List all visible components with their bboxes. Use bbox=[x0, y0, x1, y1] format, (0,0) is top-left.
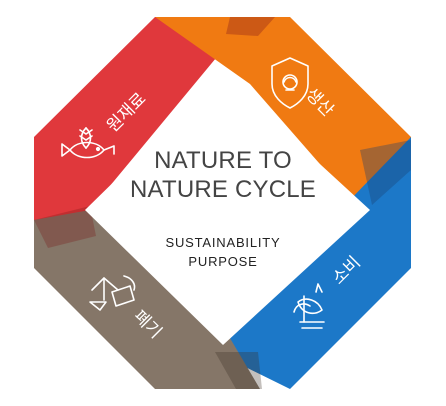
fold-shadow-bottom bbox=[215, 352, 262, 389]
segment-consumption bbox=[215, 137, 411, 389]
shield-leaf-icon bbox=[271, 57, 309, 109]
segment-production bbox=[155, 17, 411, 210]
fold-shadow-left bbox=[34, 206, 96, 248]
segment-raw-material bbox=[34, 17, 250, 248]
center-title: NATURE TO NATURE CYCLE bbox=[100, 146, 346, 204]
fold-shadow-top bbox=[226, 17, 275, 36]
center-title-line-1: NATURE TO bbox=[154, 147, 292, 174]
segment-disposal bbox=[34, 210, 260, 389]
center-subtitle-line-1: SUSTAINABILITY bbox=[165, 235, 281, 250]
plant-and-fish-icon bbox=[61, 127, 115, 159]
center-subtitle-line-2: PURPOSE bbox=[188, 254, 258, 269]
center-panel bbox=[85, 75, 370, 345]
center-title-line-2: NATURE CYCLE bbox=[130, 176, 316, 203]
plant-sprout-icon bbox=[293, 283, 325, 329]
fold-shadow-right bbox=[360, 140, 411, 205]
center-subtitle: SUSTAINABILITY PURPOSE bbox=[100, 233, 346, 271]
recycle-bin-icon bbox=[89, 275, 136, 311]
